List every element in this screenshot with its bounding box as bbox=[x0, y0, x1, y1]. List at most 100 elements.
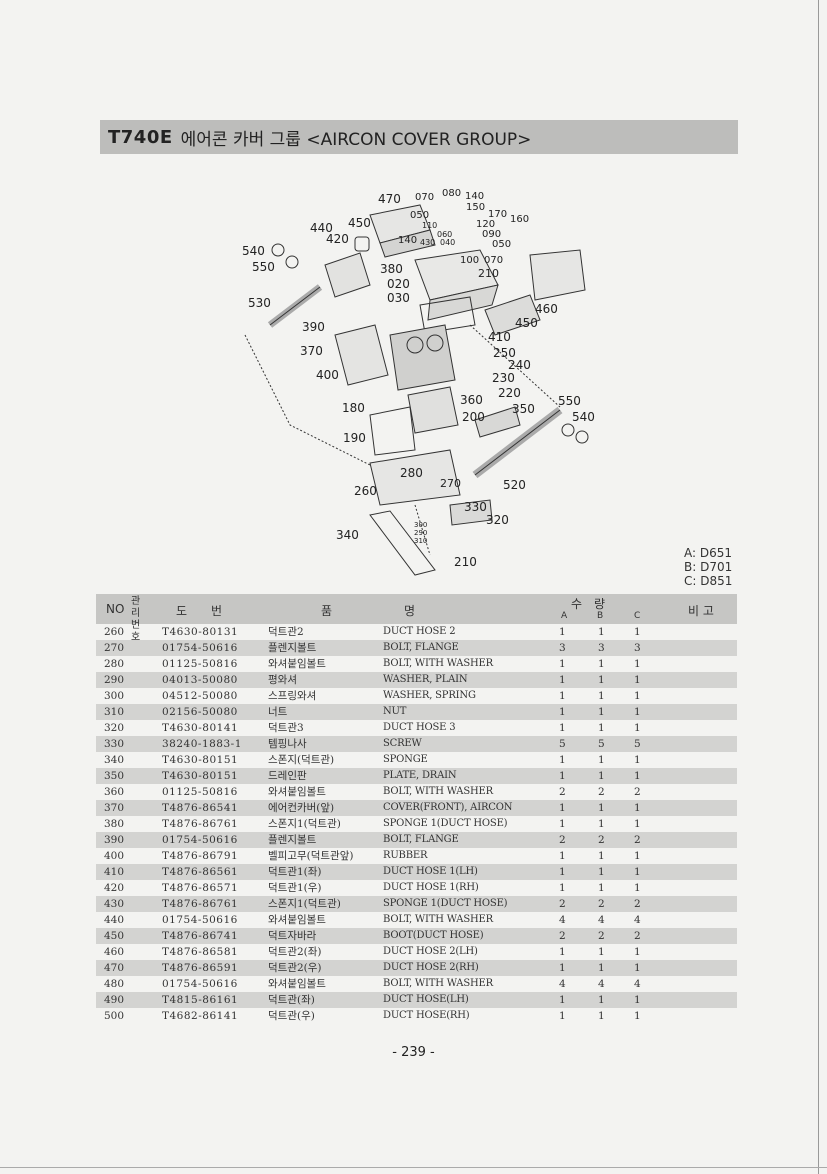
callout-label: 170 bbox=[488, 209, 507, 220]
header-item: 품 명 bbox=[321, 604, 416, 618]
callout-label: 200 bbox=[462, 410, 485, 424]
callout-label: 140 bbox=[398, 235, 417, 246]
header-c: C bbox=[634, 611, 641, 621]
callout-label: 450 bbox=[515, 316, 538, 330]
page-edge-bottom bbox=[0, 1167, 827, 1168]
callout-label: 230 bbox=[492, 371, 515, 385]
callout-label: 140 bbox=[465, 191, 484, 202]
cell-korean-name: 덕트관2(좌) bbox=[268, 946, 322, 958]
cell-part-number: 02156-50080 bbox=[162, 706, 238, 718]
cell-qty-c: 1 bbox=[634, 626, 641, 638]
cell-korean-name: 와셔붙임볼트 bbox=[268, 978, 326, 990]
cell-qty-a: 1 bbox=[559, 850, 566, 862]
cell-qty-b: 1 bbox=[598, 754, 605, 766]
cell-qty-a: 1 bbox=[559, 818, 566, 830]
cell-no: 280 bbox=[104, 658, 125, 670]
callout-label: 520 bbox=[503, 478, 526, 492]
cell-qty-b: 2 bbox=[598, 898, 605, 910]
cell-english-name: BOLT, WITH WASHER bbox=[383, 978, 493, 989]
header-no: NO bbox=[106, 602, 125, 616]
cell-qty-c: 1 bbox=[634, 962, 641, 974]
cell-qty-c: 1 bbox=[634, 802, 641, 814]
cell-qty-b: 1 bbox=[598, 658, 605, 670]
header-b: B bbox=[597, 611, 604, 621]
callout-label: 260 bbox=[354, 484, 377, 498]
callout-label: 120 bbox=[476, 219, 495, 230]
callout-label: 360 bbox=[460, 393, 483, 407]
header-qty: 수 량 bbox=[571, 597, 606, 611]
cell-qty-b: 4 bbox=[598, 914, 605, 926]
callout-label: 400 bbox=[316, 368, 339, 382]
cell-part-number: 01754-50616 bbox=[162, 978, 238, 990]
model-legend: A: D651 B: D701 C: D851 bbox=[684, 546, 732, 588]
cell-english-name: PLATE, DRAIN bbox=[383, 770, 457, 781]
cell-qty-c: 4 bbox=[634, 914, 641, 926]
cell-qty-c: 2 bbox=[634, 786, 641, 798]
callout-label: 550 bbox=[558, 394, 581, 408]
cell-qty-c: 1 bbox=[634, 658, 641, 670]
cell-part-number: T4682-86141 bbox=[162, 1010, 239, 1022]
cell-qty-b: 1 bbox=[598, 802, 605, 814]
callout-label: 270 bbox=[440, 477, 461, 490]
cell-english-name: BOLT, WITH WASHER bbox=[383, 658, 493, 669]
callout-label: 030 bbox=[387, 291, 410, 305]
cell-part-number: 01754-50616 bbox=[162, 642, 238, 654]
cell-qty-b: 4 bbox=[598, 978, 605, 990]
cell-qty-b: 1 bbox=[598, 706, 605, 718]
callout-label: 390 bbox=[302, 320, 325, 334]
callout-label: 110 bbox=[422, 221, 437, 230]
cell-qty-c: 1 bbox=[634, 690, 641, 702]
exploded-parts-diagram: 470 070 080 140 050 150 170 160 110 120 … bbox=[230, 175, 610, 585]
cell-no: 440 bbox=[104, 914, 125, 926]
cell-korean-name: 드레인판 bbox=[268, 770, 307, 782]
cell-qty-c: 4 bbox=[634, 978, 641, 990]
cell-english-name: BOOT(DUCT HOSE) bbox=[383, 930, 484, 941]
cell-english-name: DUCT HOSE(LH) bbox=[383, 994, 469, 1005]
cell-korean-name: 와셔붙임볼트 bbox=[268, 914, 326, 926]
callout-label: 460 bbox=[535, 302, 558, 316]
callout-label: 350 bbox=[512, 402, 535, 416]
cell-qty-a: 5 bbox=[559, 738, 566, 750]
cell-korean-name: 덕트관3 bbox=[268, 722, 304, 734]
cell-english-name: RUBBER bbox=[383, 850, 428, 861]
cell-part-number: 01125-50816 bbox=[162, 786, 238, 798]
callout-label: 330 bbox=[464, 500, 487, 514]
cell-part-number: 01754-50616 bbox=[162, 834, 238, 846]
cell-english-name: SPONGE bbox=[383, 754, 428, 765]
callout-label: 320 bbox=[486, 513, 509, 527]
cell-qty-b: 1 bbox=[598, 994, 605, 1006]
cell-no: 410 bbox=[104, 866, 125, 878]
cell-qty-c: 1 bbox=[634, 866, 641, 878]
cell-korean-name: 플렌지볼트 bbox=[268, 642, 317, 654]
callout-label: 180 bbox=[342, 401, 365, 415]
cell-english-name: SCREW bbox=[383, 738, 422, 749]
cell-qty-c: 1 bbox=[634, 706, 641, 718]
cell-korean-name: 너트 bbox=[268, 706, 288, 718]
cell-korean-name: 덕트관2(우) bbox=[268, 962, 322, 974]
cell-no: 350 bbox=[104, 770, 125, 782]
cell-english-name: DUCT HOSE 2(LH) bbox=[383, 946, 478, 957]
callout-label: 150 bbox=[466, 202, 485, 213]
cell-korean-name: 에어컨카버(앞) bbox=[268, 802, 335, 814]
cell-qty-a: 1 bbox=[559, 866, 566, 878]
cell-no: 460 bbox=[104, 946, 125, 958]
cell-no: 340 bbox=[104, 754, 125, 766]
cell-no: 330 bbox=[104, 738, 125, 750]
cell-english-name: BOLT, FLANGE bbox=[383, 834, 459, 845]
cell-qty-a: 2 bbox=[559, 834, 566, 846]
section-title-bar: T740E 에어콘 카버 그룹 <AIRCON COVER GROUP> bbox=[100, 120, 738, 154]
cell-qty-a: 1 bbox=[559, 946, 566, 958]
cell-english-name: SPONGE 1(DUCT HOSE) bbox=[383, 898, 508, 909]
